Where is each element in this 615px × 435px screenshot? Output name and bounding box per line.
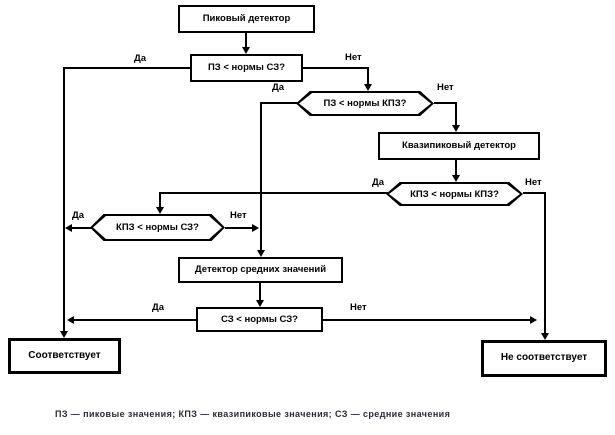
- connector-line: [259, 283, 261, 301]
- connector-line: [63, 67, 65, 331]
- connector-line: [71, 227, 92, 229]
- edge-label-no: Нет: [436, 82, 455, 93]
- node-quasi-peak-detector: Квазипиковый детектор: [378, 132, 540, 160]
- arrowhead-down-icon: [256, 300, 264, 307]
- hexagon-label: КПЗ < нормы КПЗ?: [389, 184, 520, 204]
- edge-label-no: Нет: [344, 52, 363, 63]
- arrowhead-left-icon: [67, 316, 74, 324]
- arrowhead-down-icon: [364, 84, 372, 91]
- connector-line: [523, 192, 546, 194]
- node-peak-detector: Пиковый детектор: [178, 5, 315, 33]
- arrowhead-down-icon: [257, 250, 265, 257]
- connector-line: [303, 67, 369, 69]
- edge-label-yes: Да: [133, 53, 148, 64]
- node-pz-vs-kpz-decision: ПЗ < нормы КПЗ?: [296, 91, 434, 116]
- edge-label-no: Нет: [229, 210, 248, 221]
- connector-line: [260, 102, 262, 251]
- arrowhead-down-icon: [60, 331, 68, 338]
- arrowhead-down-icon: [541, 333, 549, 340]
- arrowhead-down-icon: [242, 47, 250, 54]
- node-kpz-vs-sz-decision: КПЗ < нормы СЗ?: [90, 214, 225, 241]
- edge-label-yes: Да: [71, 210, 86, 221]
- connector-line: [455, 160, 457, 176]
- arrowhead-down-icon: [452, 125, 460, 132]
- arrowhead-right-icon: [530, 316, 537, 324]
- connector-line: [323, 319, 531, 321]
- connector-line: [544, 192, 546, 334]
- edge-label-no: Нет: [524, 177, 543, 188]
- connector-line: [455, 102, 457, 126]
- connector-line: [367, 67, 369, 86]
- edge-label-yes: Да: [151, 302, 166, 313]
- legend-caption: ПЗ — пиковые значения; КПЗ — квазипиковы…: [55, 409, 451, 419]
- connector-line: [63, 67, 190, 69]
- connector-line: [434, 102, 457, 104]
- node-kpz-vs-kpz-decision: КПЗ < нормы КПЗ?: [386, 182, 523, 206]
- edge-label-no: Нет: [349, 302, 368, 313]
- connector-line: [159, 192, 161, 209]
- arrowhead-left-icon: [65, 224, 72, 232]
- hexagon-label: КПЗ < нормы СЗ?: [93, 216, 222, 239]
- hexagon-label: ПЗ < нормы КПЗ?: [299, 93, 431, 114]
- connector-line: [245, 33, 247, 50]
- arrowhead-down-icon: [452, 175, 460, 182]
- node-not-complies: Не соответствует: [481, 340, 607, 377]
- connector-line: [73, 319, 196, 321]
- node-sz-vs-sz-decision: СЗ < нормы СЗ?: [196, 307, 323, 332]
- edge-label-yes: Да: [271, 82, 286, 93]
- connector-line: [225, 227, 253, 229]
- node-average-detector: Детектор средних значений: [178, 257, 343, 283]
- arrowhead-down-icon: [156, 207, 164, 214]
- connector-line: [160, 192, 388, 194]
- arrowhead-right-icon: [252, 224, 259, 232]
- connector-line: [261, 102, 298, 104]
- node-pz-vs-sz-decision: ПЗ < нормы СЗ?: [190, 54, 303, 82]
- edge-label-yes: Да: [371, 177, 386, 188]
- node-complies: Соответствует: [8, 338, 121, 374]
